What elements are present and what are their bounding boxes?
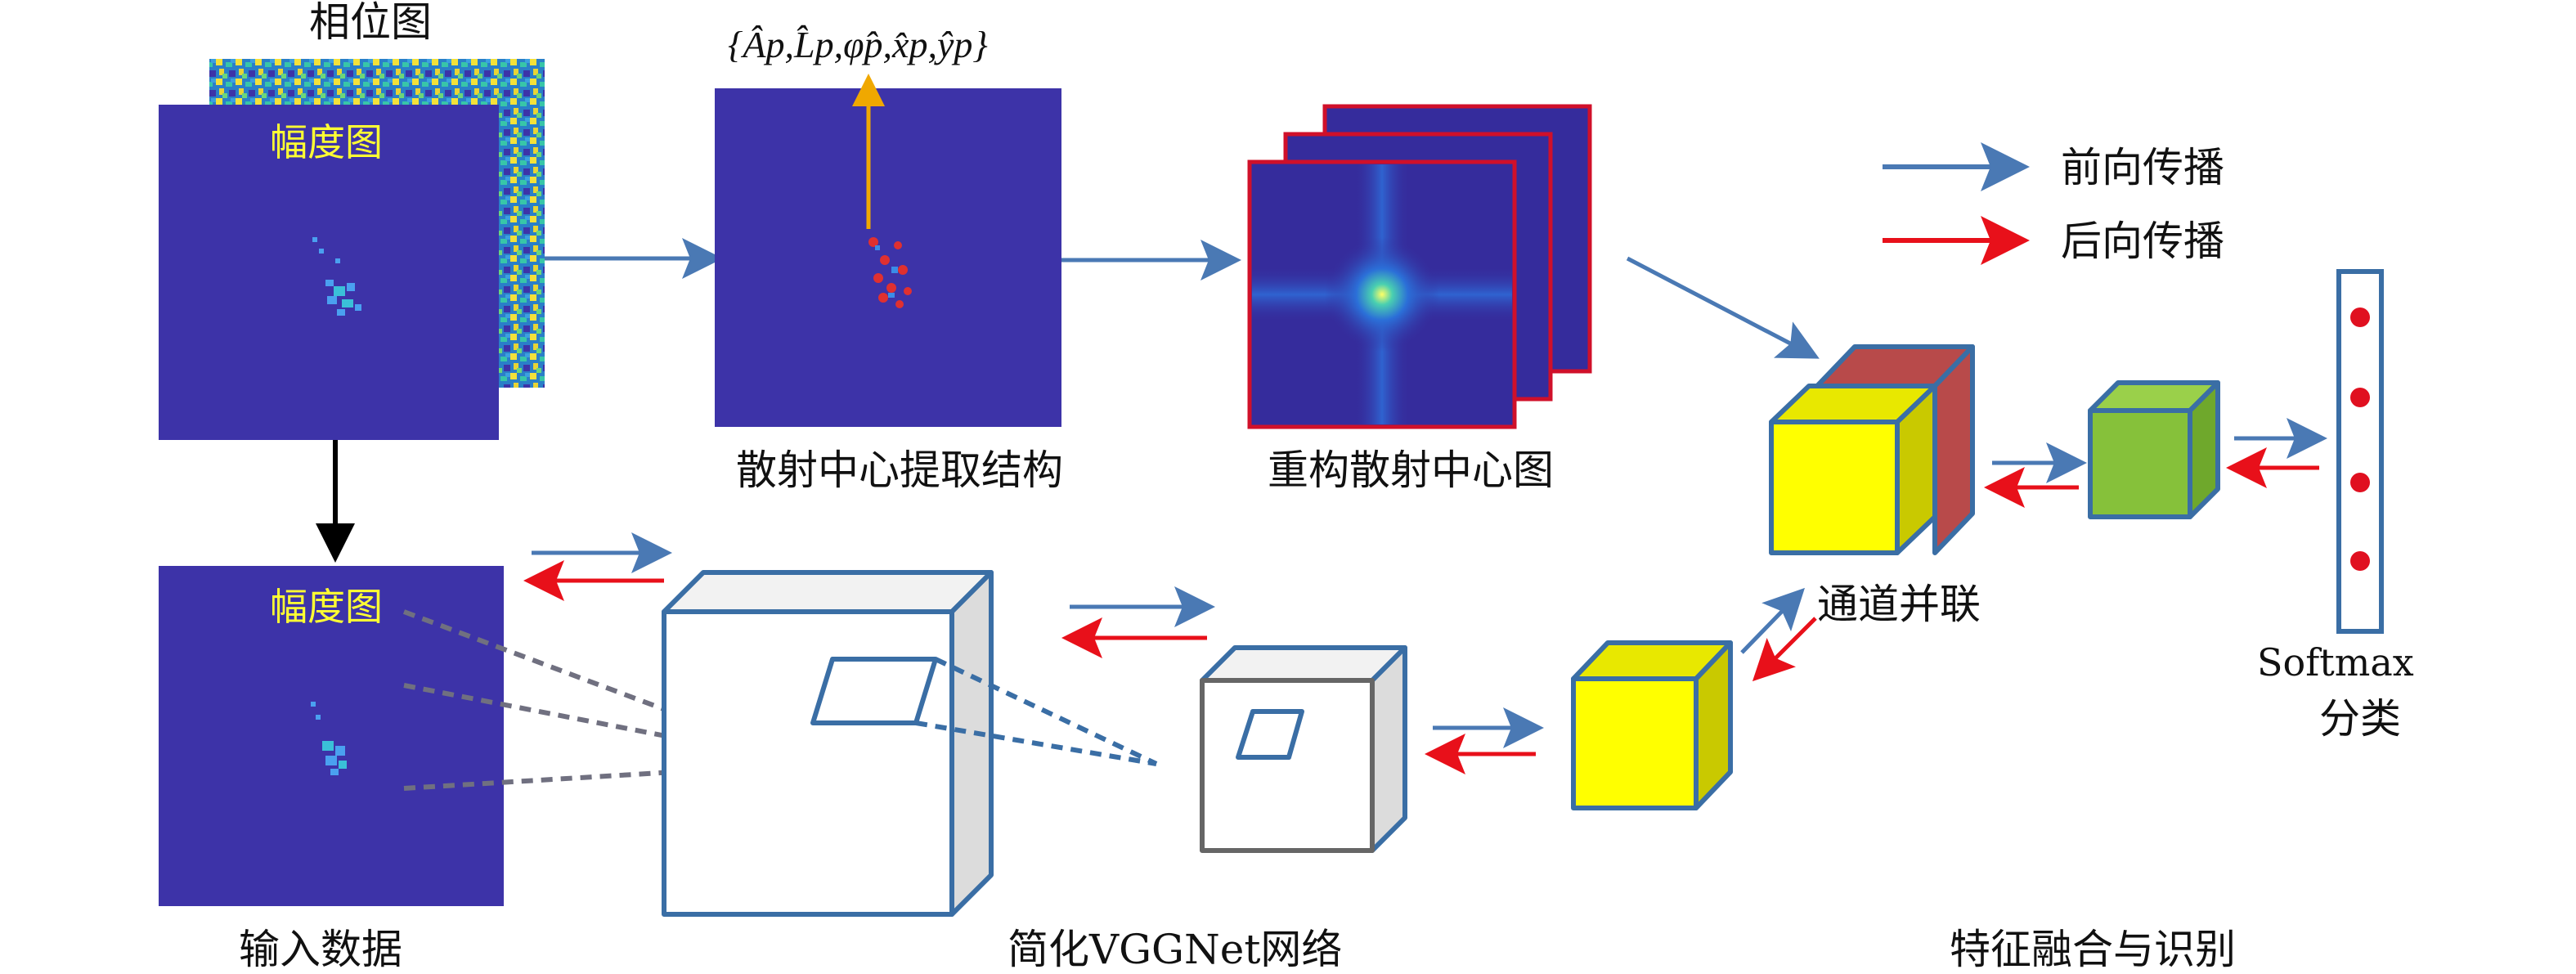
scatter-extraction-group: {Âp,L̂p,φ̂p,x̂p,ŷp} 散射中心提取结构 [715,24,1063,494]
scatter-extraction-label: 散射中心提取结构 [736,447,1063,494]
forward-arrow-9 [1740,587,1805,654]
legend: 前向传播 后向传播 [1883,142,2224,265]
legend-forward-label: 前向传播 [2061,144,2224,191]
target-speckle [312,237,361,316]
reconstructed-label: 重构散射中心图 [1268,447,1554,494]
phase-map-label: 相位图 [309,0,432,46]
amplitude-map-label: 幅度图 [270,120,383,164]
fusion-label: 特征融合与识别 [1950,926,2236,973]
backward-arrow-9 [1752,617,1817,682]
concat-cube: 通道并联 [1769,344,1981,628]
reconstructed-map-1 [1247,159,1517,429]
reconstructed-maps-group: 重构散射中心图 [1247,104,1592,494]
amplitude-map-group: 幅度图 [159,105,499,440]
vgg-block-2 [1200,645,1407,853]
input-amplitude-image [159,566,504,906]
input-amplitude-label: 幅度图 [270,585,383,629]
softmax-label: Softmax [2257,640,2414,684]
input-data-group: 幅度图 输入数据 [159,566,504,973]
channel-concat-label: 通道并联 [1817,581,1981,628]
green-cube [2088,380,2220,519]
vgg-feature-cube [1571,640,1733,810]
forward-arrow-3 [1626,256,1820,359]
legend-backward-label: 后向传播 [2061,218,2224,265]
input-data-label: 输入数据 [239,926,402,973]
extraction-speckle [868,237,912,308]
softmax-layer: Softmax 分类 [2257,269,2414,743]
scatter-params-label: {Âp,L̂p,φ̂p,x̂p,ŷp} [728,24,988,65]
amplitude-map-image [159,105,499,440]
vggnet-label: 简化VGGNet网络 [1008,926,1342,973]
vgg-block-1 [662,570,1158,917]
classification-label: 分类 [2319,695,2401,743]
